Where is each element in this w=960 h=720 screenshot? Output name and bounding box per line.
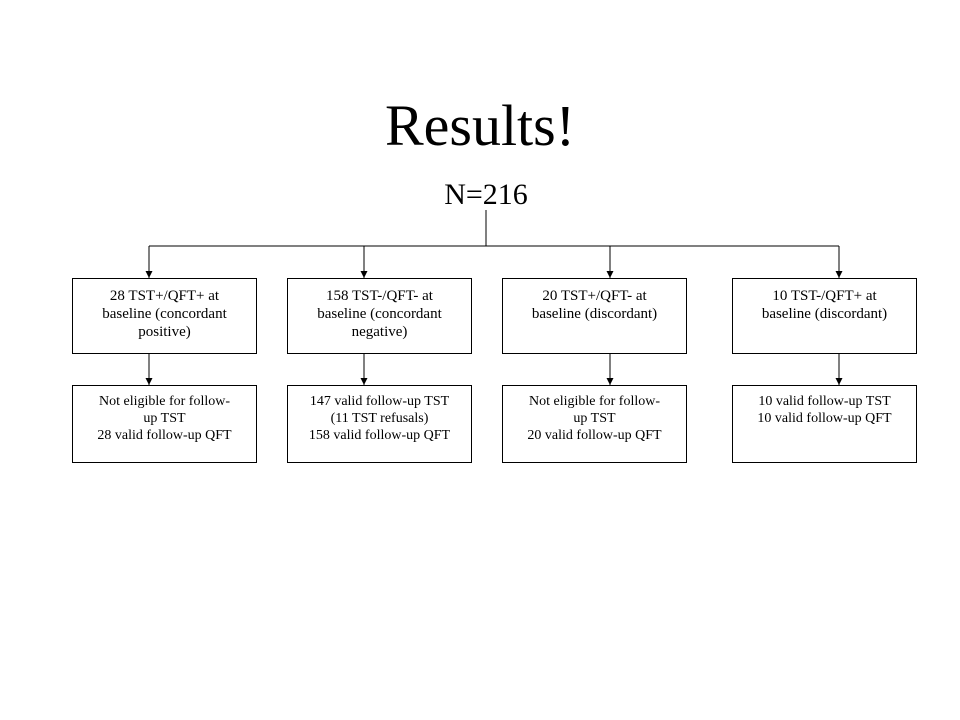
box-line: 147 valid follow-up TST (309, 394, 450, 409)
box-line: negative) (351, 324, 408, 340)
followup-box-3: Not eligible for follow- up TST 20 valid… (502, 385, 687, 463)
box-line: 28 valid follow-up QFT (97, 428, 232, 443)
baseline-box-discordant-tst-positive: 20 TST+/QFT- at baseline (discordant) (502, 278, 687, 354)
box-line: 10 TST-/QFT+ at (772, 288, 877, 304)
box-line: (11 TST refusals) (330, 411, 429, 426)
box-line: 28 TST+/QFT+ at (109, 288, 220, 304)
baseline-box-concordant-negative: 158 TST-/QFT- at baseline (concordant ne… (287, 278, 472, 354)
box-line: baseline (concordant (317, 306, 442, 322)
box-line: up TST (143, 411, 186, 426)
baseline-box-discordant-qft-positive: 10 TST-/QFT+ at baseline (discordant) (732, 278, 917, 354)
box-line: positive) (138, 324, 191, 340)
box-line: baseline (concordant (102, 306, 227, 322)
followup-box-4: 10 valid follow-up TST 10 valid follow-u… (732, 385, 917, 463)
box-line: 20 TST+/QFT- at (542, 288, 647, 304)
box-line: Not eligible for follow- (528, 394, 661, 409)
box-line: 158 valid follow-up QFT (308, 428, 451, 443)
baseline-box-concordant-positive: 28 TST+/QFT+ at baseline (concordant pos… (72, 278, 257, 354)
box-line: baseline (discordant) (761, 306, 888, 322)
box-line: 158 TST-/QFT- at (326, 288, 433, 304)
root-node-label: N=216 (444, 178, 528, 211)
box-line: Not eligible for follow- (98, 394, 231, 409)
box-line: 20 valid follow-up QFT (527, 428, 662, 443)
box-line: 10 valid follow-up QFT (757, 411, 892, 426)
box-line: 10 valid follow-up TST (758, 394, 891, 409)
box-line: up TST (573, 411, 616, 426)
box-line: baseline (discordant) (531, 306, 658, 322)
followup-box-2: 147 valid follow-up TST (11 TST refusals… (287, 385, 472, 463)
slide-title: Results! (384, 93, 576, 158)
followup-box-1: Not eligible for follow- up TST 28 valid… (72, 385, 257, 463)
